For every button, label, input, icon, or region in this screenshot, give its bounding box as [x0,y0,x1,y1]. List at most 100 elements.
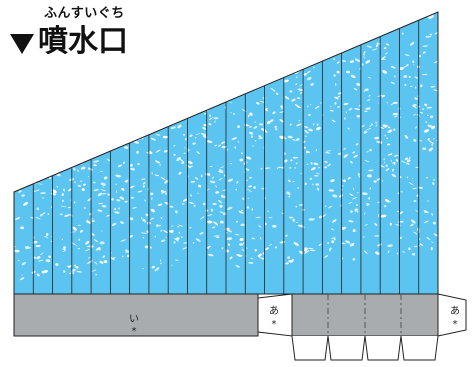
spray-fleck [429,33,433,36]
spray-fleck [433,89,438,92]
spray-fleck [410,223,414,227]
spray-fleck [358,175,360,178]
spray-fleck [265,247,269,251]
spray-fleck [288,260,293,263]
spray-fleck [419,140,423,142]
spray-fleck [290,159,293,162]
spray-fleck [175,259,179,262]
base-asterisk: * [132,326,137,337]
spray-fleck [160,239,166,242]
spray-fleck [432,182,435,185]
spray-fleck [392,112,399,116]
spray-fleck [329,247,332,250]
spray-fleck [411,178,414,180]
spray-fleck [194,137,197,139]
spray-fleck [366,128,372,130]
spray-fleck [195,238,201,242]
spray-fleck [121,187,125,191]
spray-fleck [200,216,205,220]
spray-fleck [399,236,402,240]
spray-fleck [423,52,425,54]
spray-fleck [246,206,250,209]
spray-fleck [115,174,121,178]
spray-fleck [333,237,336,241]
spray-fleck [125,249,130,253]
spray-fleck [385,164,388,167]
spray-fleck [298,106,302,108]
spray-fleck [352,187,355,191]
spray-fleck [373,180,377,183]
spray-fleck [21,262,26,266]
spray-fleck [333,74,336,77]
spray-fleck [264,167,271,169]
spray-fleck [408,247,411,251]
spray-fleck [366,45,373,48]
spray-fleck [376,42,380,45]
spray-fleck [304,250,310,254]
spray-fleck [94,261,98,265]
spray-fleck [195,133,200,135]
spray-fleck [404,134,407,137]
spray-fleck [236,181,239,184]
spray-fleck [315,183,320,186]
spray-fleck [430,115,434,119]
spray-fleck [329,109,334,112]
spray-fleck [248,261,254,264]
spray-fleck [23,201,29,206]
spray-fleck [95,273,98,276]
spray-fleck [227,178,233,182]
flap-mark-right: あ [450,305,460,317]
spray-fleck [101,193,107,195]
spray-fleck [312,183,314,186]
spray-fleck [206,188,210,191]
spray-fleck [310,162,313,165]
spray-fleck [60,205,67,208]
spray-fleck [422,108,425,110]
spray-fleck [239,238,244,241]
spray-fleck [398,211,404,215]
spray-fleck [409,156,411,160]
spray-fleck [246,247,248,249]
spray-fleck [209,166,213,167]
spray-fleck [423,220,429,224]
spray-fleck [425,121,428,123]
spray-fleck [99,170,104,172]
spray-fleck [376,201,381,203]
spray-fleck [110,256,115,261]
spray-fleck [362,53,365,56]
spray-fleck [327,241,330,245]
spray-fleck [144,245,149,249]
spray-fleck [313,66,315,69]
spray-fleck [133,140,140,144]
spray-fleck [136,150,139,154]
spray-fleck [330,179,335,183]
spray-fleck [318,167,320,169]
spray-fleck [122,161,126,165]
spray-fleck [377,102,379,104]
spray-fleck [404,54,410,56]
spray-fleck [214,120,216,123]
spray-fleck [330,105,332,108]
spray-fleck [76,270,83,273]
spray-fleck [430,85,436,88]
flap-asterisk-right: * [453,319,458,330]
spray-fleck [368,94,371,97]
spray-fleck [93,160,100,163]
spray-fleck [381,56,386,60]
spray-fleck [103,176,108,180]
spray-fleck [106,214,110,217]
spray-fleck [142,267,144,270]
spray-fleck [259,100,266,103]
spray-fleck [73,264,77,267]
spray-fleck [295,83,298,86]
spray-fleck [193,204,196,208]
spray-fleck [86,220,92,224]
spray-fleck [412,64,415,66]
spray-fleck [241,249,245,251]
spray-fleck [368,169,374,172]
spray-fleck [140,217,143,220]
spray-fleck [64,214,70,217]
spray-fleck [213,235,220,237]
spray-fleck [102,186,105,188]
spray-fleck [115,190,118,194]
